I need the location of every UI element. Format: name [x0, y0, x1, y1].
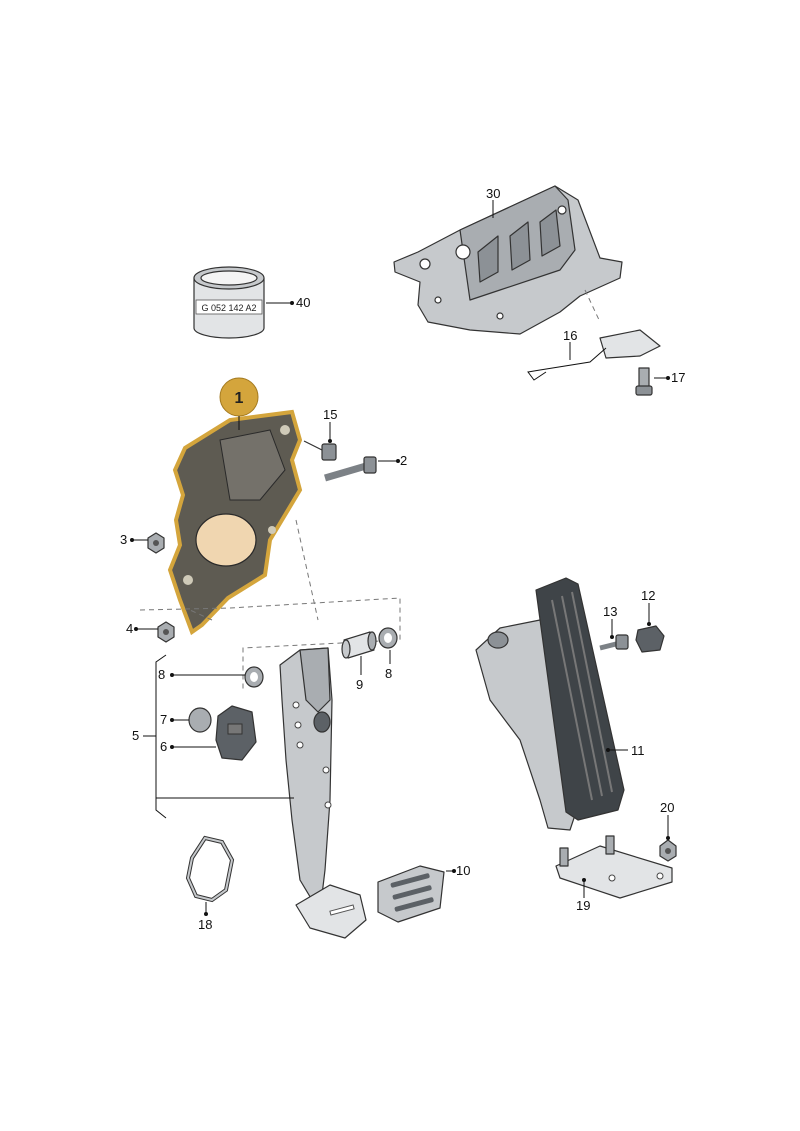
bolt-2 — [324, 456, 377, 482]
screw-17 — [635, 367, 653, 396]
callout-label-40: 40 — [296, 295, 310, 310]
bushing-8-right — [378, 627, 398, 649]
sealant-tube: G 052 142 A2 — [193, 266, 265, 339]
callout-label-8a: 8 — [158, 667, 165, 682]
callout-8b: 8 — [385, 650, 392, 681]
callout-40: 40 — [266, 295, 310, 310]
callout-label-17: 17 — [671, 370, 685, 385]
cap-12 — [635, 625, 665, 653]
callout-9: 9 — [356, 656, 363, 692]
mounting-bracket — [393, 185, 623, 335]
switch-block-6 — [215, 705, 257, 761]
callout-label-6: 6 — [160, 739, 167, 754]
mounting-plate-19 — [555, 835, 673, 899]
pedal-bracket-plate — [167, 409, 303, 636]
callout-label-2: 2 — [400, 453, 407, 468]
bolt-15 — [303, 440, 337, 461]
callout-label-5: 5 — [132, 728, 139, 743]
callout-label-19: 19 — [576, 898, 590, 913]
callout-label-20: 20 — [660, 800, 674, 815]
sleeve-9 — [341, 631, 377, 659]
callout-label-11: 11 — [631, 743, 645, 758]
nut-20 — [659, 839, 677, 862]
wire-clip — [527, 329, 661, 381]
callout-1-badge: 1 — [219, 377, 259, 430]
callout-label-18: 18 — [198, 917, 212, 932]
callout-label-10: 10 — [456, 863, 470, 878]
sealant-tube-label: G 052 142 A2 — [201, 303, 256, 313]
callout-16: 16 — [563, 328, 577, 360]
callout-label-15: 15 — [323, 407, 337, 422]
callout-label-3: 3 — [120, 532, 127, 547]
callout-20: 20 — [660, 800, 674, 840]
callout-label-1: 1 — [235, 390, 244, 407]
callout-15: 15 — [323, 407, 337, 443]
callout-8a: 8 — [158, 667, 245, 682]
callout-3: 3 — [120, 532, 148, 547]
callout-label-7: 7 — [160, 712, 167, 727]
callout-17: 17 — [654, 370, 685, 385]
callout-11: 11 — [606, 743, 645, 758]
callout-label-9: 9 — [356, 677, 363, 692]
callout-label-16: 16 — [563, 328, 577, 343]
callout-18: 18 — [198, 902, 212, 932]
callout-6: 6 — [160, 739, 216, 754]
bushing-8-left — [244, 666, 264, 688]
cap-7 — [188, 707, 212, 733]
accelerator-pedal — [475, 577, 625, 831]
nut-3 — [147, 532, 165, 554]
screw-13 — [599, 634, 629, 651]
callout-label-4: 4 — [126, 621, 133, 636]
callout-label-13: 13 — [603, 604, 617, 619]
seal-ring-18 — [185, 835, 235, 903]
callout-7: 7 — [160, 712, 189, 727]
nut-4 — [157, 621, 175, 643]
callout-label-12: 12 — [641, 588, 655, 603]
callout-label-30: 30 — [486, 186, 500, 201]
callout-12: 12 — [641, 588, 655, 626]
callout-label-8b: 8 — [385, 666, 392, 681]
callout-10: 10 — [446, 863, 470, 878]
brake-pedal-arm — [279, 647, 367, 939]
callout-13: 13 — [603, 604, 617, 639]
callout-5: 5 — [132, 728, 156, 743]
pedal-pad-10 — [377, 865, 445, 923]
callout-30: 30 — [486, 186, 500, 218]
callout-4: 4 — [126, 621, 158, 636]
callout-19: 19 — [576, 878, 590, 913]
callout-2: 2 — [378, 453, 407, 468]
